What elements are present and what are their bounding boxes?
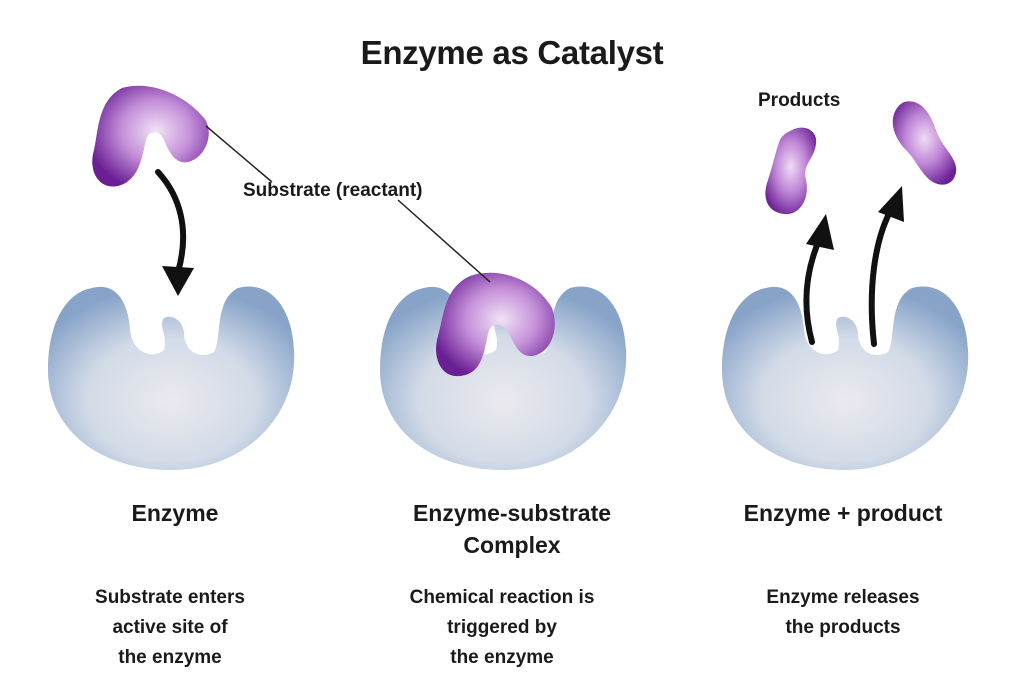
substrate-shape [436, 272, 555, 377]
stage-title-product: Enzyme + product [693, 497, 993, 529]
binding-arrow [155, 169, 187, 275]
substrate-leader-line [397, 199, 491, 283]
release-arrowhead [878, 186, 904, 222]
product-shape [765, 127, 817, 215]
enzyme-shape [48, 286, 295, 470]
release-arrowhead [806, 214, 834, 250]
stage-desc-line: Enzyme releases [766, 587, 920, 608]
stage-title-complex: Enzyme-substrate Complex [362, 497, 662, 561]
stage-description-product: Enzyme releases the products [703, 583, 983, 643]
stage-description-complex: Chemical reaction is triggered by the en… [362, 583, 642, 673]
product-shape [892, 101, 957, 185]
stage-desc-line: the enzyme [118, 647, 222, 668]
stage-title-line: Complex [463, 532, 561, 558]
substrate-shape [92, 85, 209, 187]
release-arrow [803, 235, 823, 345]
stage-title-line: Enzyme + product [743, 500, 943, 526]
stage-desc-line: the enzyme [450, 647, 554, 668]
substrate-label: Substrate (reactant) [243, 180, 423, 201]
stage-title-enzyme: Enzyme [25, 497, 325, 529]
release-arrow [868, 205, 895, 347]
stage-desc-line: Substrate enters [95, 587, 245, 608]
substrate-leader-line [205, 125, 273, 183]
stage-desc-line: active site of [112, 617, 228, 638]
stage-desc-line: Chemical reaction is [409, 587, 595, 608]
stage-description-enzyme: Substrate enters active site of the enzy… [30, 583, 310, 673]
products-label: Products [758, 90, 841, 111]
enzyme-shape [722, 286, 969, 470]
stage-title-line: Enzyme-substrate [412, 500, 612, 526]
stage-desc-line: the products [785, 617, 901, 638]
binding-arrowhead [162, 266, 194, 296]
diagram-title: Enzyme as Catalyst [360, 34, 664, 71]
stage-title-line: Enzyme [131, 500, 219, 526]
stage-desc-line: triggered by [447, 617, 557, 638]
